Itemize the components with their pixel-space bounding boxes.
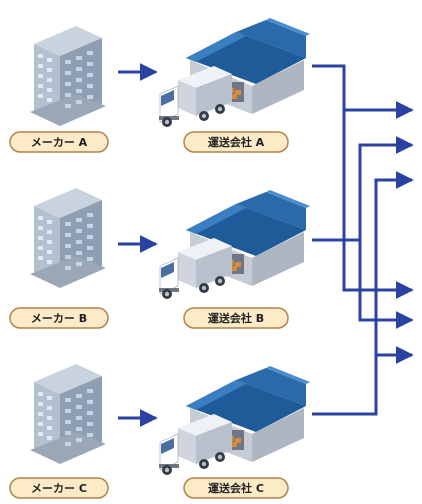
carrier-label: 運送会社 C	[208, 481, 264, 495]
carrier-label: 運送会社 A	[208, 135, 265, 149]
office-building-icon	[30, 26, 106, 126]
carrier-pill: 運送会社 A	[183, 131, 289, 153]
distribution-lines	[312, 64, 414, 416]
delivery-truck-icon	[158, 237, 233, 300]
delivery-truck-icon	[158, 413, 233, 476]
office-building-icon	[30, 364, 106, 464]
maker-label: メーカー C	[31, 482, 87, 495]
maker-pill: メーカー A	[9, 131, 109, 153]
maker-pill: メーカー C	[9, 477, 109, 499]
route-c-to-dest-3	[312, 171, 414, 416]
carrier-pill: 運送会社 C	[183, 477, 289, 499]
carrier-pill: 運送会社 B	[183, 307, 289, 329]
delivery-truck-icon	[158, 65, 233, 128]
route-a-to-dest-4	[342, 110, 414, 299]
maker-pill: メーカー B	[9, 307, 109, 329]
maker-label: メーカー B	[31, 312, 87, 325]
route-b-to-dest-5	[358, 240, 414, 329]
office-building-icon	[30, 188, 106, 288]
maker-label: メーカー A	[31, 136, 88, 149]
carrier-label: 運送会社 B	[208, 311, 264, 325]
route-b-to-dest-2	[312, 136, 414, 242]
route-a-to-dest-1	[312, 64, 414, 119]
